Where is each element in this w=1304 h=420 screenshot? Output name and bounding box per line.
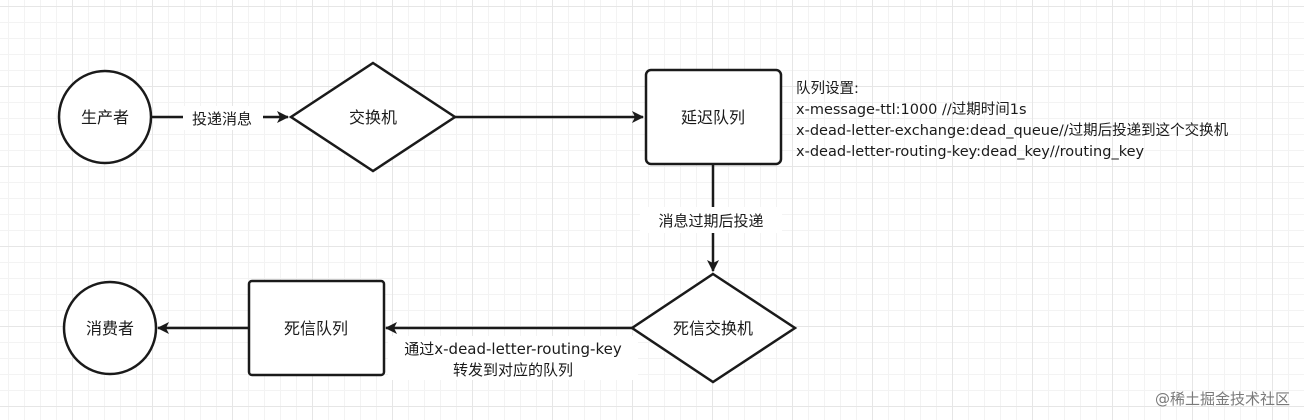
delay-queue-node[interactable] (644, 68, 783, 166)
exchange-node[interactable] (288, 61, 458, 173)
edge-label-routing-key-line2: 转发到对应的队列 (453, 361, 573, 379)
edge-label-routing-key-line1: 通过x-dead-letter-routing-key (404, 340, 622, 358)
producer-node[interactable] (57, 69, 153, 165)
exchange-label: 交换机 (349, 108, 397, 127)
edge-label-expired-deliver: 消息过期后投递 (658, 212, 763, 230)
consumer-label: 消费者 (86, 319, 134, 338)
consumer-node[interactable] (62, 280, 158, 376)
note-line-dead-letter-exchange: x-dead-letter-exchange:dead_queue//过期后投递… (796, 121, 1229, 139)
dead-queue-label: 死信队列 (284, 319, 348, 338)
note-line-ttl: x-message-ttl:1000 //过期时间1s (796, 101, 1027, 118)
dead-exchange-label: 死信交换机 (673, 319, 753, 338)
dead-exchange-node[interactable] (629, 272, 798, 384)
queue-settings-note: 队列设置: x-message-ttl:1000 //过期时间1s x-dead… (796, 80, 1229, 160)
note-line-dead-letter-routing-key: x-dead-letter-routing-key:dead_key//rout… (796, 144, 1145, 160)
delay-queue-label: 延迟队列 (681, 108, 745, 127)
note-title: 队列设置: (796, 80, 859, 97)
producer-label: 生产者 (81, 108, 129, 127)
dead-queue-node[interactable] (247, 279, 386, 377)
watermark: @稀土掘金技术社区 (1155, 390, 1290, 408)
edge-label-deliver-message: 投递消息 (192, 110, 252, 128)
